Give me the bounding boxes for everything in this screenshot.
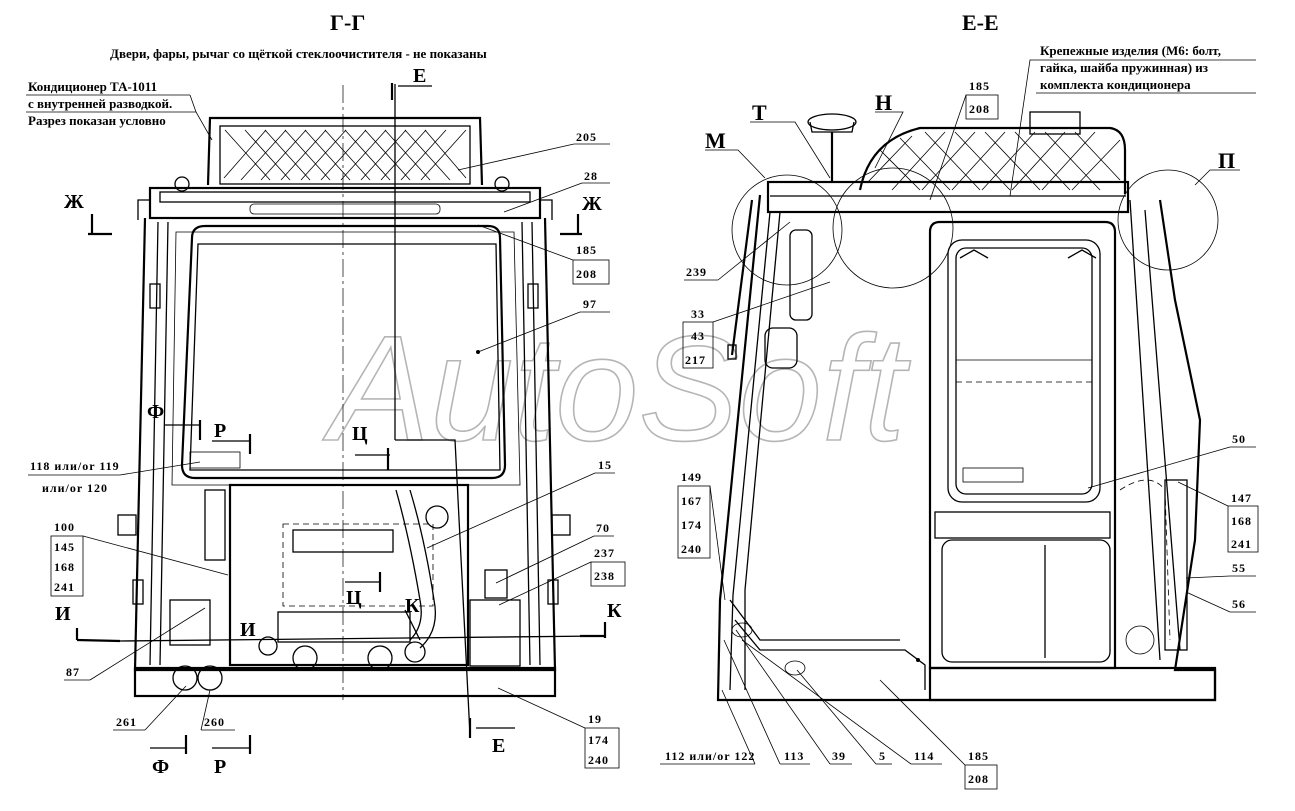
callout-100: 100 xyxy=(54,520,75,534)
callout-240-right: 240 xyxy=(681,542,702,556)
section-mark-i-left: И xyxy=(55,603,71,625)
callout-208-top: 208 xyxy=(969,102,990,116)
left-section-marks: Е Е Ж Ж Ф Р Ц Ц И И К К Ф Р xyxy=(55,65,622,778)
callout-100-group: 100 145 168 241 xyxy=(50,520,229,597)
callout-239: 239 xyxy=(686,265,707,279)
callout-168-right: 168 xyxy=(1231,514,1252,528)
right-view-drawing xyxy=(705,111,1240,702)
conditioner-note: Кондиционер ТА-1011 с внутренней разводк… xyxy=(26,79,213,141)
callout-240: 240 xyxy=(588,753,609,767)
section-mark-k-right: К xyxy=(607,600,622,622)
fasteners-note-line-1: Крепежные изделия (М6: болт, xyxy=(1040,43,1221,58)
callout-55: 55 xyxy=(1232,561,1246,575)
callout-167: 167 xyxy=(681,494,702,508)
detail-mark-t: Т xyxy=(752,100,767,125)
section-mark-f-bottom: Ф xyxy=(152,756,169,778)
callout-147: 147 xyxy=(1231,491,1252,505)
detail-mark-p: П xyxy=(1218,148,1235,173)
fasteners-note-line-3: комплекта кондиционера xyxy=(1040,77,1191,92)
section-mark-f-mid: Ф xyxy=(147,401,164,423)
conditioner-note-line-1: Кондиционер ТА-1011 xyxy=(28,79,157,94)
left-section-title: Г-Г xyxy=(330,10,365,35)
callout-28: 28 xyxy=(584,169,598,183)
section-mark-r-mid: Р xyxy=(214,420,226,442)
callout-241-right: 241 xyxy=(1231,537,1252,551)
callout-208: 208 xyxy=(576,267,597,281)
left-callouts: 205 28 185 208 97 118 или/or 119 или/or … xyxy=(28,130,626,769)
callout-238: 238 xyxy=(594,569,615,583)
section-mark-ts-top: Ц xyxy=(352,423,368,445)
callout-260: 260 xyxy=(204,715,225,729)
callout-217: 217 xyxy=(685,353,706,367)
callout-174: 174 xyxy=(588,733,609,747)
right-callouts: М Т Н П 185 208 239 33 43 217 50 149 167… xyxy=(660,79,1259,790)
section-mark-r-bottom: Р xyxy=(214,756,226,778)
conditioner-note-line-3: Разрез показан условно xyxy=(28,113,166,128)
callout-15: 15 xyxy=(598,458,612,472)
detail-mark-m: М xyxy=(705,128,726,153)
section-mark-i-mid: И xyxy=(240,619,256,641)
callout-97: 97 xyxy=(583,297,597,311)
section-mark-ts-bottom: Ц xyxy=(346,587,362,609)
callout-5: 5 xyxy=(879,749,886,763)
callout-87: 87 xyxy=(66,665,80,679)
callout-149: 149 xyxy=(681,470,702,484)
watermark: AutoSoft xyxy=(322,304,911,472)
callout-19: 19 xyxy=(588,712,602,726)
detail-mark-n: Н xyxy=(875,90,892,115)
callout-185-bottom: 185 xyxy=(968,749,989,763)
section-mark-k-mid: К xyxy=(405,595,420,617)
callout-145: 145 xyxy=(54,540,75,554)
section-mark-zh-right: Ж xyxy=(582,193,602,215)
callout-112: 112 или/or 122 xyxy=(665,749,755,763)
callout-114: 114 xyxy=(914,749,934,763)
callout-56: 56 xyxy=(1232,597,1246,611)
callout-168: 168 xyxy=(54,560,75,574)
right-section-title: Е-Е xyxy=(962,10,999,35)
callout-237: 237 xyxy=(594,546,615,560)
callout-50: 50 xyxy=(1232,432,1246,446)
callout-70: 70 xyxy=(596,521,610,535)
callout-149-group: 149 167 174 240 xyxy=(677,470,726,601)
callout-113: 113 xyxy=(784,749,804,763)
callout-118-line-2: или/or 120 xyxy=(42,481,108,495)
callout-147-group: 147 168 241 xyxy=(1177,481,1259,553)
top-note: Двери, фары, рычаг со щёткой стеклоочист… xyxy=(110,46,487,61)
callout-208-bottom: 208 xyxy=(968,772,989,786)
callout-174-right: 174 xyxy=(681,518,702,532)
callout-185-top: 185 xyxy=(969,79,990,93)
callout-33-group: 33 43 217 xyxy=(682,281,831,369)
callout-261: 261 xyxy=(116,715,137,729)
callout-118-line-1: 118 или/or 119 xyxy=(30,459,120,473)
callout-33: 33 xyxy=(691,307,705,321)
callout-205: 205 xyxy=(576,130,597,144)
section-mark-e-top: Е xyxy=(413,65,426,87)
fasteners-note-line-2: гайка, шайба пружинная) из xyxy=(1040,60,1208,75)
callout-39: 39 xyxy=(832,749,846,763)
section-mark-zh-left: Ж xyxy=(64,191,84,213)
callout-43: 43 xyxy=(691,329,705,343)
fasteners-note: Крепежные изделия (М6: болт, гайка, шайб… xyxy=(1009,43,1256,197)
section-mark-e-bottom: Е xyxy=(492,735,505,757)
callout-241: 241 xyxy=(54,580,75,594)
conditioner-note-line-2: с внутренней разводкой. xyxy=(28,96,172,111)
callout-19-group: 19 174 240 xyxy=(497,687,620,769)
left-view-drawing xyxy=(75,83,607,754)
callout-185: 185 xyxy=(576,243,597,257)
